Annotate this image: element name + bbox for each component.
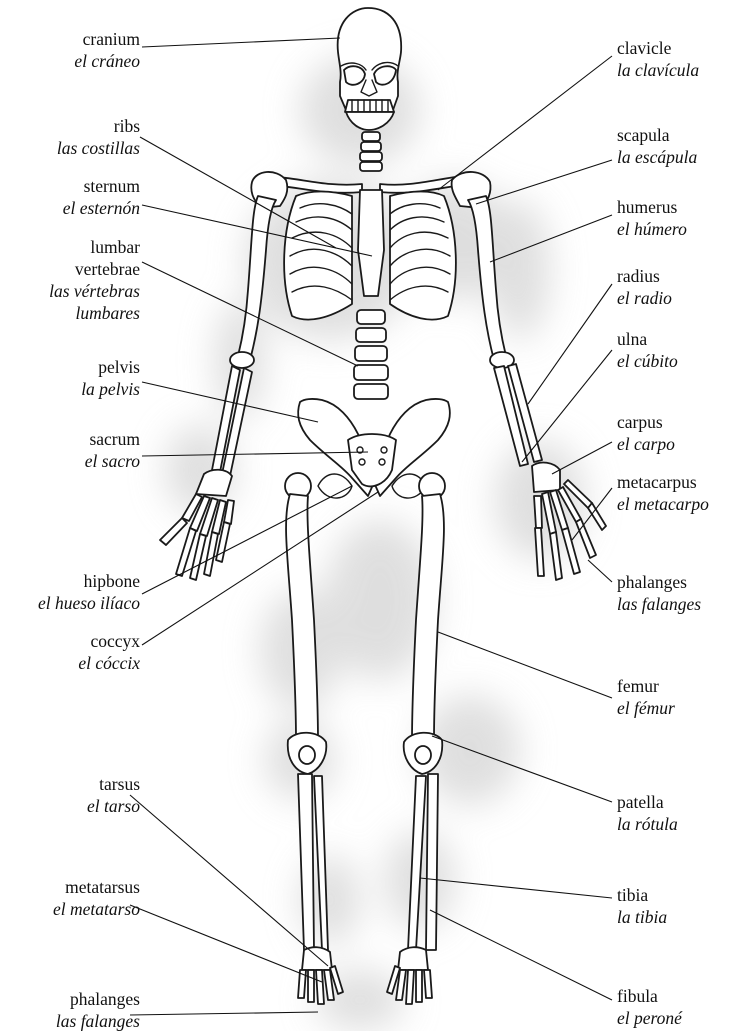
femur-en: femur <box>617 675 675 697</box>
tibia-en: tibia <box>617 884 667 906</box>
femur-es: el fémur <box>617 697 675 719</box>
label-metacarpus: metacarpus el metacarpo <box>617 471 709 515</box>
label-phalanges-foot: phalanges las falanges <box>56 988 140 1031</box>
lumbar-es-2: lumbares <box>49 302 140 324</box>
metacarpus-es: el metacarpo <box>617 493 709 515</box>
coccyx-en: coccyx <box>78 630 140 652</box>
tarsus-es: el tarso <box>87 795 140 817</box>
carpus-en: carpus <box>617 411 675 433</box>
cervical-spine <box>360 132 382 171</box>
lumbar-spine <box>354 310 388 399</box>
pelvis-es: la pelvis <box>81 378 140 400</box>
label-lumbar-vertebrae: lumbar vertebrae las vértebras lumbares <box>49 236 140 324</box>
clavicle-en: clavicle <box>617 37 699 59</box>
patella-en: patella <box>617 791 678 813</box>
cranium-es: el cráneo <box>74 50 140 72</box>
phalanges-foot-en: phalanges <box>56 988 140 1010</box>
tibia-es: la tibia <box>617 906 667 928</box>
fibula-es: el peroné <box>617 1007 682 1029</box>
hipbone-es: el hueso ilíaco <box>38 592 140 614</box>
label-radius: radius el radio <box>617 265 672 309</box>
pelvis-en: pelvis <box>81 356 140 378</box>
phalanges-foot-es: las falanges <box>56 1010 140 1031</box>
label-metatarsus: metatarsus el metatarso <box>53 876 140 920</box>
label-femur: femur el fémur <box>617 675 675 719</box>
leader-phalanges-hand <box>588 560 612 582</box>
label-phalanges-hand: phalanges las falanges <box>617 571 701 615</box>
radius-es: el radio <box>617 287 672 309</box>
carpus-es: el carpo <box>617 433 675 455</box>
scapula-es: la escápula <box>617 146 697 168</box>
sternum-es: el esternón <box>63 197 140 219</box>
label-sacrum: sacrum el sacro <box>85 428 140 472</box>
humerus-en: humerus <box>617 196 687 218</box>
lumbar-en-1: lumbar <box>49 236 140 258</box>
metatarsus-en: metatarsus <box>53 876 140 898</box>
leader-tarsus <box>130 795 328 966</box>
leader-clavicle <box>438 56 612 190</box>
phalanges-hand-en: phalanges <box>617 571 701 593</box>
phalanges-hand-es: las falanges <box>617 593 701 615</box>
ribs-es: las costillas <box>57 137 140 159</box>
tarsus-en: tarsus <box>87 773 140 795</box>
lumbar-en-2: vertebrae <box>49 258 140 280</box>
label-tarsus: tarsus el tarso <box>87 773 140 817</box>
label-coccyx: coccyx el cóccix <box>78 630 140 674</box>
metatarsus-es: el metatarso <box>53 898 140 920</box>
label-sternum: sternum el esternón <box>63 175 140 219</box>
label-patella: patella la rótula <box>617 791 678 835</box>
ulna-es: el cúbito <box>617 350 678 372</box>
skull <box>338 8 402 130</box>
label-cranium: cranium el cráneo <box>74 28 140 72</box>
lumbar-es-1: las vértebras <box>49 280 140 302</box>
clavicle-es: la clavícula <box>617 59 699 81</box>
scapula-en: scapula <box>617 124 697 146</box>
ribs-en: ribs <box>57 115 140 137</box>
cranium-en: cranium <box>74 28 140 50</box>
leader-femur <box>438 632 612 698</box>
patella-es: la rótula <box>617 813 678 835</box>
leader-hipbone <box>142 486 352 594</box>
leader-scapula <box>476 160 612 204</box>
leader-fibula <box>430 910 612 1000</box>
leader-phalanges-foot <box>130 1012 318 1015</box>
metacarpus-en: metacarpus <box>617 471 709 493</box>
label-ulna: ulna el cúbito <box>617 328 678 372</box>
label-pelvis: pelvis la pelvis <box>81 356 140 400</box>
hipbone-en: hipbone <box>38 570 140 592</box>
label-hipbone: hipbone el hueso ilíaco <box>38 570 140 614</box>
label-fibula: fibula el peroné <box>617 985 682 1029</box>
label-scapula: scapula la escápula <box>617 124 697 168</box>
humerus-es: el húmero <box>617 218 687 240</box>
label-tibia: tibia la tibia <box>617 884 667 928</box>
ulna-en: ulna <box>617 328 678 350</box>
label-carpus: carpus el carpo <box>617 411 675 455</box>
sacrum-es: el sacro <box>85 450 140 472</box>
radius-en: radius <box>617 265 672 287</box>
label-humerus: humerus el húmero <box>617 196 687 240</box>
fibula-en: fibula <box>617 985 682 1007</box>
label-ribs: ribs las costillas <box>57 115 140 159</box>
leader-metatarsus <box>130 905 322 982</box>
label-clavicle: clavicle la clavícula <box>617 37 699 81</box>
coccyx-es: el cóccix <box>78 652 140 674</box>
leader-cranium <box>142 38 340 47</box>
sternum-en: sternum <box>63 175 140 197</box>
leader-ulna <box>522 350 612 462</box>
sacrum-en: sacrum <box>85 428 140 450</box>
